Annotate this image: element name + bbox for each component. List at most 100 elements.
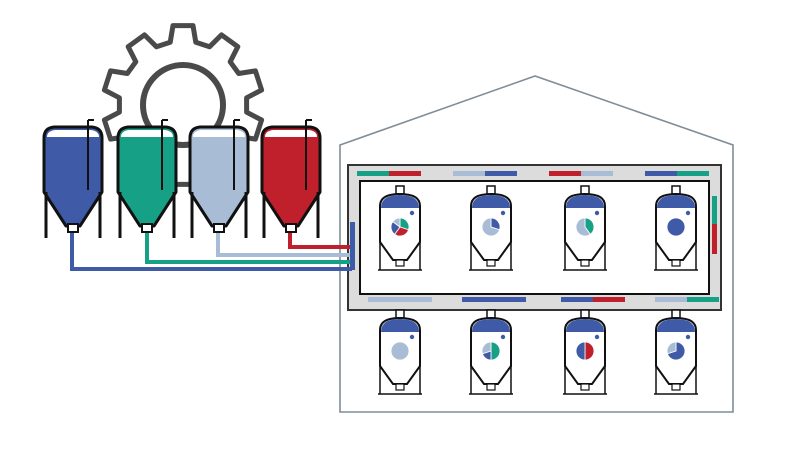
silo-body [116,125,178,228]
ring-top-segment [485,171,517,176]
fermenter-sensor [685,210,691,216]
ring-top-segment [645,171,677,176]
supply-pipe-3 [216,232,352,257]
mix-pie-indicator [666,217,686,237]
fermenter-inlet [671,185,681,195]
fermenter-inlet [486,309,496,319]
ring-bottom-segment [494,297,526,302]
building-outline [339,75,734,413]
fermenter-sensor [594,334,600,340]
ring-top-segment [389,171,421,176]
supply-pipe-4 [288,232,352,249]
silo-tank-icon [42,119,104,238]
supply-pipe-1 [70,232,352,271]
fermenter-inlet [395,309,405,319]
fermenter-sensor [500,334,506,340]
fermenter-tank-icon [654,185,698,271]
fermenter-tank-icon [563,185,607,271]
fermenter-tank-icon [654,309,698,395]
fermenter-inlet [395,185,405,195]
fermenter-dome [566,319,604,332]
supply-pipe-2 [145,232,352,264]
pie-slice-red [584,341,595,361]
pie-slice-lightblue [666,341,677,355]
fermenter-dome [657,195,695,208]
ring-bottom-segment [368,297,400,302]
ring-bottom-segment [593,297,625,302]
mix-pie-indicator [666,341,686,361]
fermenter-dome [381,195,419,208]
silo-outlet [213,223,225,233]
pie-slice-green [490,341,501,361]
fermenter-outlet [671,259,681,267]
silo-lid [47,130,99,137]
ring-bottom-segment [462,297,494,302]
mix-pie-indicator [390,217,410,237]
fermenter-outlet [486,259,496,267]
silo-tank-icon [116,119,178,238]
ring-inlet-blue [350,222,355,270]
fermenter-tank-icon [469,309,513,395]
fermenter-outlet [395,383,405,391]
ring-top-segment [549,171,581,176]
fermenter-sensor [500,210,506,216]
silo-body [42,125,104,228]
ring-segment-right-green [712,196,717,224]
mix-pie-indicator [481,217,501,237]
pie-slice-lightblue [575,217,591,237]
silo-outlet [141,223,153,233]
fermenter-dome [566,195,604,208]
fermenter-dome [472,195,510,208]
pie-slice-green [584,217,595,235]
fermenter-tank-icon [469,185,513,271]
ring-bottom-segment [561,297,593,302]
silo-body [260,125,322,228]
silo-tank-icon [188,119,250,238]
mix-pie-indicator [390,341,410,361]
fermenter-outlet [580,383,590,391]
silo-lid [193,130,245,137]
mix-pie-indicator [575,217,595,237]
fermenter-outlet [395,259,405,267]
pie-slice-lightblue [481,217,501,237]
fermenter-dome [657,319,695,332]
pie-slice-blue [575,341,586,361]
fermenter-sensor [685,334,691,340]
silo-body [188,125,250,228]
ring-top-segment [453,171,485,176]
fermenter-dome [472,319,510,332]
fermenter-outlet [580,259,590,267]
pie-slice-blue [666,217,686,237]
fermenter-sensor [409,210,415,216]
mix-pie-indicator [481,341,501,361]
ring-top-segment [581,171,613,176]
silo-tank-icon [260,119,322,238]
mix-pie-indicator [575,341,595,361]
distribution-ring [347,164,722,311]
ring-top-segment [677,171,709,176]
ring-bottom-segment [687,297,719,302]
fermenter-tank-icon [378,309,422,395]
fermenter-inlet [671,309,681,319]
silo-lid [121,130,173,137]
fermenter-sensor [409,334,415,340]
fermenter-outlet [671,383,681,391]
pie-slice-lightblue [390,341,410,361]
fermenter-tank-icon [378,185,422,271]
silo-lid [265,130,317,137]
silo-outlet [285,223,297,233]
fermenter-tank-icon [563,309,607,395]
fermenter-inlet [486,185,496,195]
ring-segment-right-red [712,224,717,254]
ring-top-segment [357,171,389,176]
ring-bottom-segment [400,297,432,302]
pie-slice-lightblue [481,341,492,355]
fermenter-inlet [580,185,590,195]
silo-outlet [67,223,79,233]
pie-slice-lightblue [392,217,401,228]
fermenter-sensor [594,210,600,216]
fermenter-outlet [486,383,496,391]
fermenter-inlet [580,309,590,319]
fermenter-dome [381,319,419,332]
